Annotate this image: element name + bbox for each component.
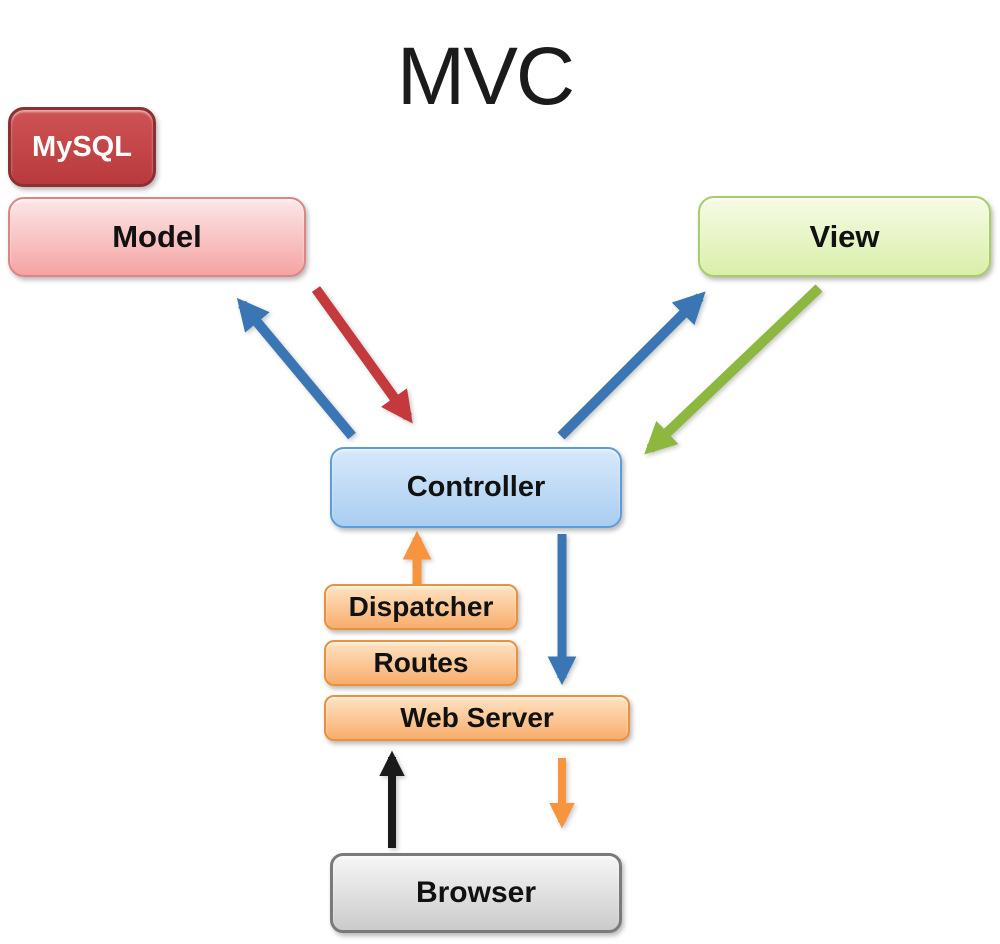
routes-label: Routes — [373, 647, 469, 678]
controller-box: Controller — [330, 447, 622, 528]
model-to-controller-arrow — [311, 286, 413, 424]
browser-box: Browser — [330, 853, 622, 933]
mysql-label: MySQL — [32, 130, 132, 163]
web-server-box: Web Server — [324, 695, 630, 741]
view-box: View — [698, 196, 991, 277]
model-label: Model — [112, 219, 202, 254]
mysql-box: MySQL — [8, 107, 156, 187]
dispatcher-box: Dispatcher — [324, 584, 518, 630]
model-box: Model — [8, 197, 306, 277]
view-to-controller-arrow — [644, 284, 823, 455]
browser-label: Browser — [415, 876, 537, 909]
web-server-label: Web Server — [400, 702, 554, 733]
view-label: View — [809, 218, 880, 254]
diagram-title: MVC — [396, 31, 575, 122]
controller-to-model-arrow — [236, 297, 356, 440]
dispatcher-label: Dispatcher — [348, 591, 494, 622]
routes-box: Routes — [324, 640, 518, 686]
controller-to-view-arrow — [557, 291, 706, 440]
controller-label: Controller — [406, 471, 546, 503]
